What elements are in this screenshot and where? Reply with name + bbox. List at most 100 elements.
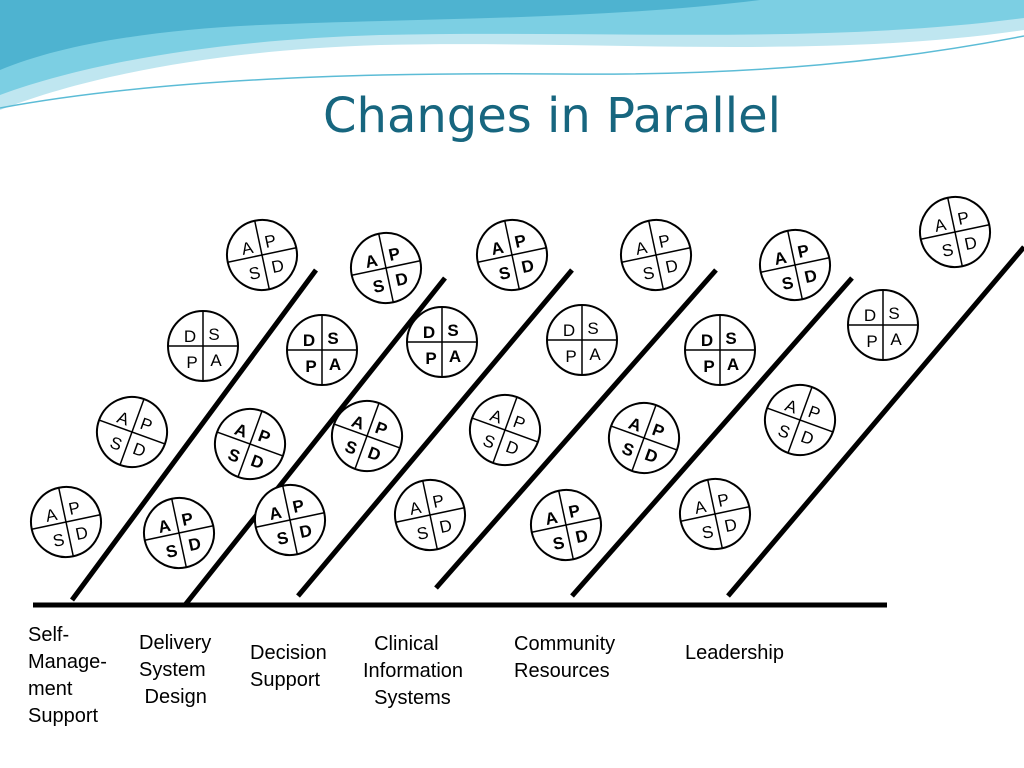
cycle-letter: D: [864, 306, 876, 325]
cycle-letter: A: [489, 238, 505, 259]
cycle-letter: P: [956, 208, 971, 229]
category-rib-1: [69, 268, 319, 602]
cycle-letter: P: [425, 349, 436, 368]
cycle-letter: D: [574, 526, 590, 547]
cycle-letter: A: [933, 215, 949, 236]
category-label-3: Decision Support: [250, 642, 327, 691]
cycle-letter: D: [503, 437, 521, 459]
cycle-letter: A: [408, 498, 424, 519]
cycle-letter: P: [716, 490, 731, 511]
cycle-letter: D: [394, 269, 410, 290]
cycle-letter: D: [723, 515, 739, 536]
cycle-letter: S: [371, 276, 386, 297]
cycle-letter: S: [888, 304, 899, 323]
cycle-letter: A: [589, 345, 601, 364]
cycle-letter: D: [963, 233, 979, 254]
category-label-5: Community Resources: [514, 633, 616, 682]
cycle-letter: S: [725, 329, 736, 348]
cycle-letter: A: [543, 508, 559, 529]
cycle-letter: A: [634, 238, 650, 259]
cycle-letter: P: [565, 347, 576, 366]
cycle-letter: D: [303, 331, 315, 350]
cycle-letter: A: [156, 516, 172, 537]
cycle-letter: D: [803, 266, 819, 287]
cycle-letter: S: [327, 329, 338, 348]
cycle-letter: A: [727, 355, 739, 374]
cycle-letter: A: [626, 414, 644, 436]
cycle-letter: A: [267, 503, 283, 524]
cycle-letter: S: [551, 533, 566, 554]
cycle-letter: D: [642, 445, 660, 467]
cycle-letter: D: [438, 516, 454, 537]
cycle-letter: P: [180, 509, 195, 530]
category-label-4: Clinical Information Systems: [363, 633, 464, 709]
cycle-letter: P: [513, 231, 528, 252]
cycle-letter: S: [587, 319, 598, 338]
cycle-letter: S: [641, 263, 656, 284]
cycle-letter: P: [186, 353, 197, 372]
cycle-letter: D: [798, 427, 816, 449]
cycle-letter: P: [796, 241, 811, 262]
cycle-letter: S: [275, 528, 290, 549]
cycle-letter: A: [232, 420, 250, 442]
cycle-letter: D: [520, 256, 536, 277]
cycle-letter: P: [305, 357, 316, 376]
cycle-letter: P: [431, 491, 446, 512]
header-wave-banner: [0, 0, 1024, 110]
cycle-letter: P: [263, 231, 278, 252]
cycle-letter: P: [703, 357, 714, 376]
slide-title: Changes in Parallel: [323, 88, 781, 144]
cycle-letter: S: [940, 240, 955, 261]
cycle-letter: S: [51, 530, 66, 551]
cycle-letter: S: [208, 325, 219, 344]
category-label-6: Leadership: [685, 642, 784, 664]
category-rib-5: [570, 276, 854, 598]
cycle-letter: P: [657, 231, 672, 252]
cycle-letter: A: [349, 412, 367, 434]
cycle-letter: A: [772, 248, 788, 269]
cycle-letter: S: [247, 263, 262, 284]
cycle-letter: S: [164, 541, 179, 562]
cycle-letter: P: [67, 498, 82, 519]
cycle-letter: A: [449, 347, 461, 366]
cycle-letter: A: [693, 497, 709, 518]
cycle-letter: D: [184, 327, 196, 346]
cycle-letter: P: [291, 496, 306, 517]
cycle-letter: D: [664, 256, 680, 277]
category-rib-4: [434, 268, 718, 590]
cycle-letter: A: [329, 355, 341, 374]
cycle-letter: D: [187, 534, 203, 555]
cycle-letter: P: [567, 501, 582, 522]
cycle-letter: P: [866, 332, 877, 351]
cycle-letter: A: [890, 330, 902, 349]
category-rib-3: [296, 268, 574, 598]
cycle-letter: S: [447, 321, 458, 340]
cycle-letter: S: [497, 263, 512, 284]
category-rib-6: [726, 245, 1024, 598]
cycle-letter: D: [423, 323, 435, 342]
cycle-letter: S: [700, 522, 715, 543]
